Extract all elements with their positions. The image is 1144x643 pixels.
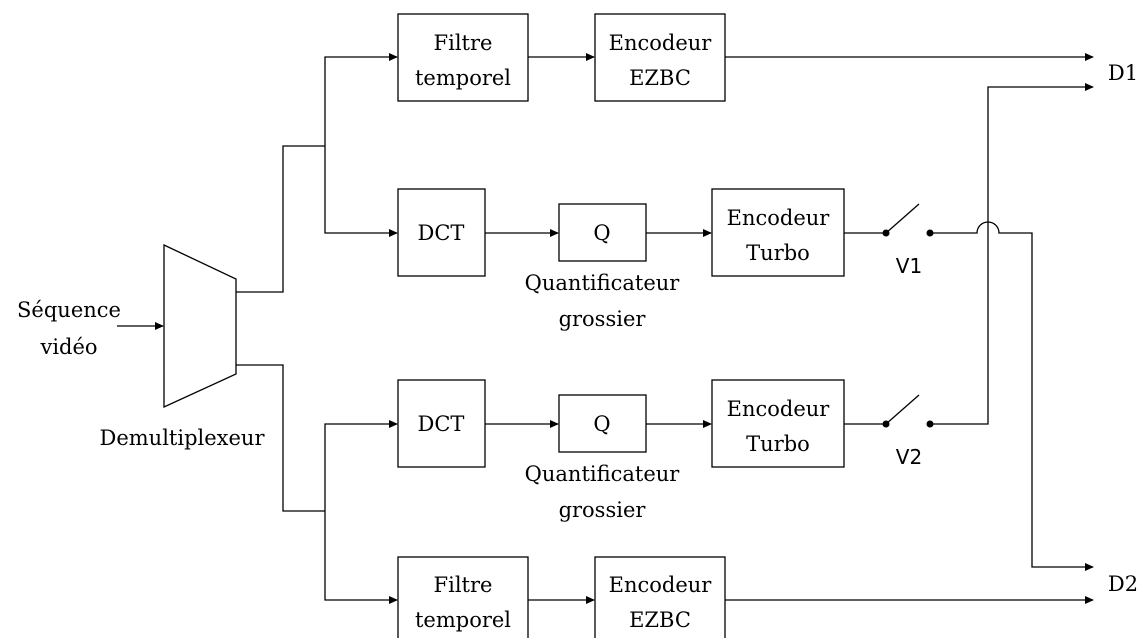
bottom-ezbc-label-line1: Encodeur xyxy=(609,573,713,597)
input-label-line1: Séquence xyxy=(17,298,121,322)
wire-to-dct2 xyxy=(324,419,398,511)
dct1-label: DCT xyxy=(418,221,465,245)
turbo1-encoder-box xyxy=(711,188,845,277)
top-temporal-filter-box xyxy=(397,13,529,102)
dct2-label: DCT xyxy=(418,412,465,436)
top-ezbc-label-line1: Encodeur xyxy=(609,31,713,55)
top-ezbc-label-line2: EZBC xyxy=(629,66,691,90)
dct1-box xyxy=(397,188,486,277)
switch-v1-label: V1 xyxy=(896,254,922,278)
switch-v2-blade xyxy=(885,394,920,425)
demultiplexer-label: Demultiplexeur xyxy=(100,426,266,450)
turbo2-label-line2: Turbo xyxy=(746,432,810,456)
wire-to-top-filter xyxy=(324,52,398,146)
wire-demux-upper xyxy=(236,145,325,293)
turbo2-label-line1: Encodeur xyxy=(727,397,831,421)
bottom-temporal-filter-box xyxy=(397,556,529,643)
wire-v1-to-d2 xyxy=(930,221,1094,572)
top-filter-label-line2: temporel xyxy=(415,66,511,90)
q1-caption-line1: Quantificateur xyxy=(525,271,681,295)
output-d2-label: D2 xyxy=(1108,572,1138,596)
top-ezbc-encoder-box xyxy=(594,13,726,102)
wire-v2-to-d1 xyxy=(930,82,1094,425)
q1-label: Q xyxy=(593,221,610,245)
q2-caption-line1: Quantificateur xyxy=(525,462,681,486)
switch-v1-blade xyxy=(885,203,920,234)
bottom-ezbc-label-line2: EZBC xyxy=(629,608,691,632)
q2-caption-line2: grossier xyxy=(559,498,647,522)
wire-to-bottom-filter xyxy=(324,511,398,605)
q1-caption-line2: grossier xyxy=(559,307,647,331)
input-label-line2: vidéo xyxy=(39,335,97,359)
q2-label: Q xyxy=(593,412,610,436)
turbo1-label-line1: Encodeur xyxy=(727,206,831,230)
output-d1-label: D1 xyxy=(1108,61,1138,85)
dct2-box xyxy=(397,379,486,468)
bottom-ezbc-encoder-box xyxy=(594,556,726,643)
turbo2-encoder-box xyxy=(711,379,845,468)
switch-v2-label: V2 xyxy=(896,445,922,469)
wire-demux-lower xyxy=(236,364,325,512)
turbo1-label-line2: Turbo xyxy=(746,241,810,265)
demultiplexer xyxy=(163,243,237,409)
bottom-filter-label-line1: Filtre xyxy=(434,573,493,597)
bottom-filter-label-line2: temporel xyxy=(415,608,511,632)
top-filter-label-line1: Filtre xyxy=(434,31,493,55)
wire-to-dct1 xyxy=(324,146,398,238)
